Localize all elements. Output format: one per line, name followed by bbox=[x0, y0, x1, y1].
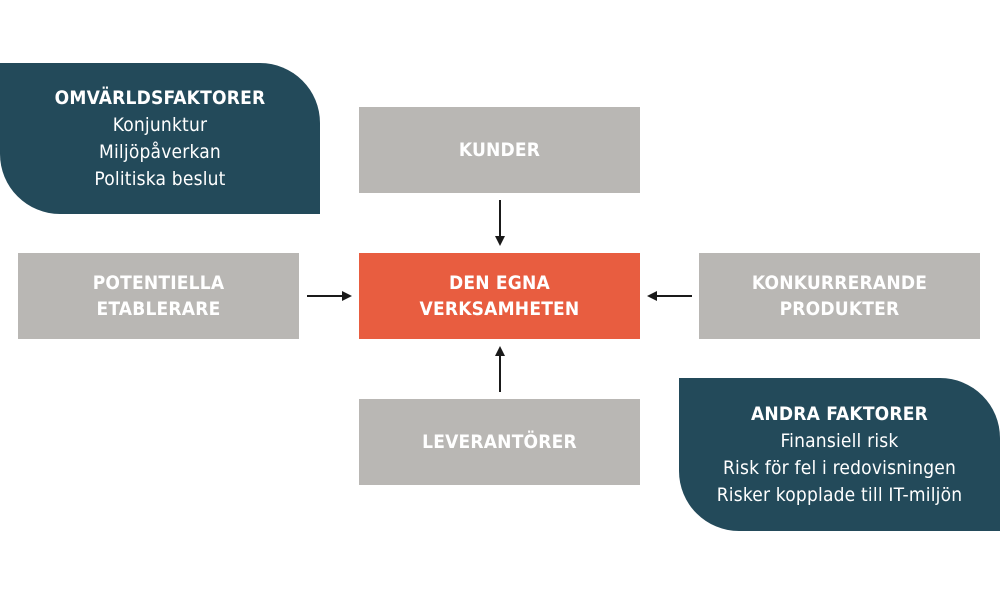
omvarldsfaktorer-item: Konjunktur bbox=[112, 113, 208, 136]
omvarldsfaktorer-item: Politiska beslut bbox=[94, 167, 226, 190]
kunder-label: KUNDER bbox=[458, 139, 541, 161]
konkurrerande-produkter-box: KONKURRERANDE PRODUKTER bbox=[699, 253, 980, 339]
leverantorer-box: LEVERANTÖRER bbox=[359, 399, 640, 485]
omvarldsfaktorer-box: OMVÄRLDSFAKTORER Konjunktur Miljöpåverka… bbox=[0, 63, 320, 214]
center-label-line: VERKSAMHETEN bbox=[419, 298, 580, 320]
andra-faktorer-item: Risk för fel i redovisningen bbox=[722, 456, 957, 479]
andra-faktorer-item: Finansiell risk bbox=[780, 429, 899, 452]
potentiella-label-line: POTENTIELLA bbox=[92, 272, 225, 294]
den-egna-verksamheten-box: DEN EGNA VERKSAMHETEN bbox=[359, 253, 640, 339]
center-label-line: DEN EGNA bbox=[449, 272, 550, 294]
andra-faktorer-title: ANDRA FAKTORER bbox=[750, 402, 929, 425]
leverantorer-label: LEVERANTÖRER bbox=[422, 431, 577, 453]
omvarldsfaktorer-title: OMVÄRLDSFAKTORER bbox=[54, 86, 266, 109]
potentiella-label-line: ETABLERARE bbox=[96, 298, 221, 320]
konkurrerande-label-line: KONKURRERANDE bbox=[751, 272, 928, 294]
omvarldsfaktorer-item: Miljöpåverkan bbox=[99, 140, 221, 163]
potentiella-etablerare-box: POTENTIELLA ETABLERARE bbox=[18, 253, 299, 339]
andra-faktorer-box: ANDRA FAKTORER Finansiell risk Risk för … bbox=[679, 378, 1000, 531]
konkurrerande-label-line: PRODUKTER bbox=[779, 298, 900, 320]
andra-faktorer-item: Risker kopplade till IT-miljön bbox=[716, 483, 963, 506]
kunder-box: KUNDER bbox=[359, 107, 640, 193]
